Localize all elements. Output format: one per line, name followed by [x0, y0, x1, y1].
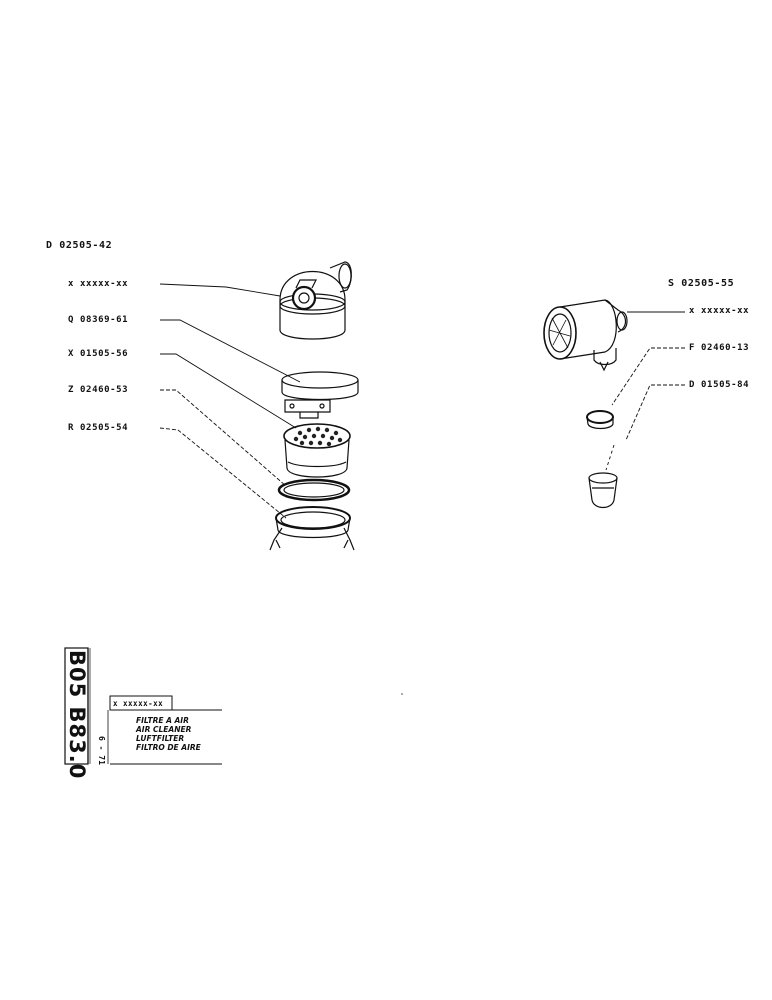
callout-label: x xxxxx-xx	[689, 306, 750, 316]
air-cleaner-housing	[279, 261, 352, 340]
leader-lines-right	[605, 311, 685, 471]
callout-label: x xxxxx-xx	[68, 279, 129, 289]
air-cleaner-horizontal	[543, 299, 628, 372]
callout-label: Z 02460-53	[68, 385, 129, 395]
title-block-part-code: x xxxxx-xx	[113, 699, 164, 708]
callout-label: D 01505-84	[689, 380, 750, 390]
assembly-ref-left: D 02505-42	[46, 240, 113, 251]
callout-label: X 01505-56	[68, 349, 129, 359]
drawing-code: B05 B83.0	[65, 650, 89, 780]
assembly-ref-right: S 02505-55	[668, 278, 735, 289]
leader-lines-left	[159, 283, 301, 519]
drawing-date: 6 - 71	[97, 736, 106, 765]
callout-label: F 02460-13	[689, 343, 750, 353]
title-es: FILTRO DE AIRE	[136, 743, 201, 752]
clamp-band	[281, 371, 359, 419]
title-block-frame	[64, 647, 222, 765]
title-en: AIR CLEANER	[136, 725, 192, 734]
dust-cup	[588, 472, 618, 509]
filter-element	[283, 423, 351, 478]
seal-ring-small	[586, 410, 614, 430]
dust-bowl	[269, 506, 355, 551]
title-fr: FILTRE A AIR	[136, 716, 189, 725]
sealing-ring	[277, 478, 351, 502]
callout-label: Q 08369-61	[68, 315, 129, 325]
callout-label: R 02505-54	[68, 423, 129, 433]
title-de: LUFTFILTER	[136, 734, 185, 743]
